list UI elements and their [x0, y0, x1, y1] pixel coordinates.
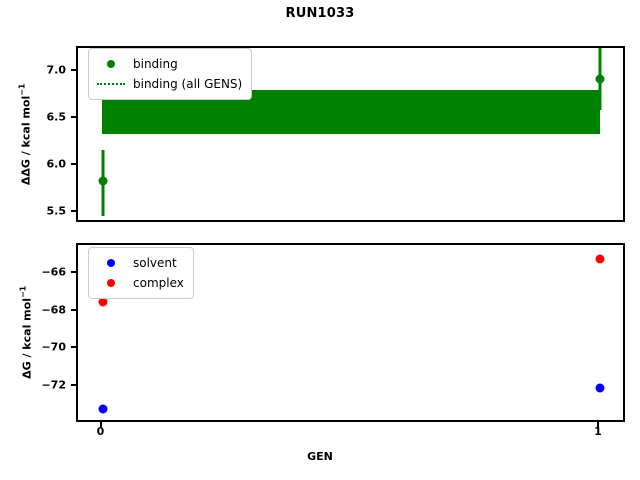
binding-marker-gen1[interactable] [595, 74, 605, 84]
top-panel-ylabel: ΔΔG / kcal mol−1 [18, 64, 33, 204]
top-ylabel-superscript: −1 [17, 83, 27, 96]
bottom-panel-legend[interactable]: solvent complex [88, 247, 194, 299]
top-ytick-mark-7_0 [71, 69, 76, 71]
complex-marker-gen0[interactable] [98, 297, 107, 307]
legend-dot-icon-complex [96, 279, 126, 287]
legend-item-binding-all-gens[interactable]: binding (all GENS) [96, 74, 242, 94]
legend-item-solvent[interactable]: solvent [96, 253, 184, 273]
solvent-marker-gen0[interactable] [98, 404, 107, 414]
top-ylabel-text: ΔΔG / kcal mol [19, 95, 33, 186]
bottom-panel-ylabel: ΔG / kcal mol−1 [19, 262, 34, 402]
xaxis-label: GEN [307, 450, 333, 463]
top-ytick-label-2: 6.0 [46, 157, 67, 171]
bottom-ylabel-text: ΔG / kcal mol [20, 298, 34, 379]
top-ytick-label-3: 5.5 [46, 204, 67, 218]
legend-dot-icon-binding [96, 60, 126, 68]
bottom-ytick-mark-m70 [71, 346, 76, 348]
bottom-ytick-label-2: −70 [41, 340, 66, 354]
top-panel-legend[interactable]: binding binding (all GENS) [88, 48, 253, 100]
xtick-label-1: 1 [594, 425, 602, 438]
xtick-mark-0 [99, 422, 102, 427]
legend-label-binding-all-gens: binding (all GENS) [133, 77, 243, 91]
xtick-label-0: 0 [96, 425, 105, 438]
bottom-ytick-label-3: −72 [41, 378, 66, 392]
bottom-ytick-mark-m66 [71, 271, 76, 273]
figure-title: RUN1033 [285, 6, 355, 21]
solvent-marker-gen1[interactable] [595, 383, 605, 393]
bottom-ytick-mark-m68 [71, 309, 76, 311]
top-ytick-label-0: 7.0 [46, 63, 67, 77]
bottom-ylabel-superscript: −1 [18, 285, 28, 299]
top-plot-area[interactable] [76, 46, 625, 222]
top-ytick-label-1: 6.5 [46, 110, 67, 124]
top-panel-ytick-labels: 7.0 6.5 6.0 5.5 [4, 46, 70, 222]
legend-label-complex: complex [133, 276, 184, 290]
bottom-ytick-label-0: −66 [41, 265, 66, 279]
bottom-ytick-mark-m72 [71, 384, 76, 386]
legend-label-solvent: solvent [133, 256, 177, 270]
bottom-ytick-label-1: −68 [41, 303, 66, 317]
xtick-mark-1 [597, 422, 599, 427]
binding-marker-gen0[interactable] [98, 176, 107, 186]
top-ytick-mark-6_5 [71, 116, 76, 118]
top-ytick-mark-6_0 [71, 163, 76, 165]
legend-label-binding: binding [133, 57, 178, 71]
legend-dot-icon-solvent [96, 259, 126, 267]
bottom-panel-ytick-labels: −66 −68 −70 −72 [4, 243, 70, 422]
legend-item-complex[interactable]: complex [96, 273, 184, 293]
legend-item-binding[interactable]: binding [96, 54, 242, 74]
top-ytick-mark-5_5 [71, 210, 76, 212]
legend-dotted-line-icon-binding-all-gens [96, 83, 126, 85]
complex-marker-gen1[interactable] [595, 254, 605, 264]
